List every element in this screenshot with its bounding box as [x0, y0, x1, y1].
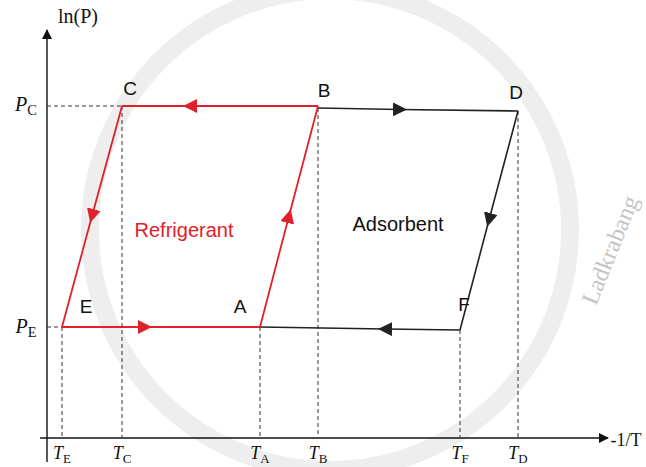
guide-lines: [47, 106, 518, 438]
axis-title: -1/T: [611, 431, 642, 449]
refrigerant-cycle: [62, 106, 318, 327]
point-label: B: [318, 81, 331, 100]
region-label: Refrigerant: [135, 220, 234, 240]
watermark: Ladkrabang: [577, 192, 642, 307]
point-label: E: [80, 297, 93, 316]
point-label: F: [458, 295, 470, 314]
point-label: A: [234, 297, 247, 316]
temperature-tick: TF: [451, 444, 468, 462]
temperature-tick: TE: [53, 444, 71, 462]
region-label: Adsorbent: [352, 214, 443, 234]
pressure-label: PC: [15, 94, 37, 114]
point-label: D: [509, 83, 523, 102]
watermark-ring: [90, 0, 570, 467]
y-axis: [46, 30, 47, 462]
temperature-tick: TD: [508, 444, 527, 462]
pressure-label: PE: [15, 316, 36, 336]
temperature-tick: TA: [250, 444, 269, 462]
temperature-tick: TB: [309, 444, 328, 462]
axis-title: ln(P): [58, 6, 98, 26]
point-label: C: [123, 79, 137, 98]
temperature-tick: TC: [113, 444, 132, 462]
adsorbent-cycle: [260, 108, 518, 330]
x-axis: [40, 437, 608, 438]
